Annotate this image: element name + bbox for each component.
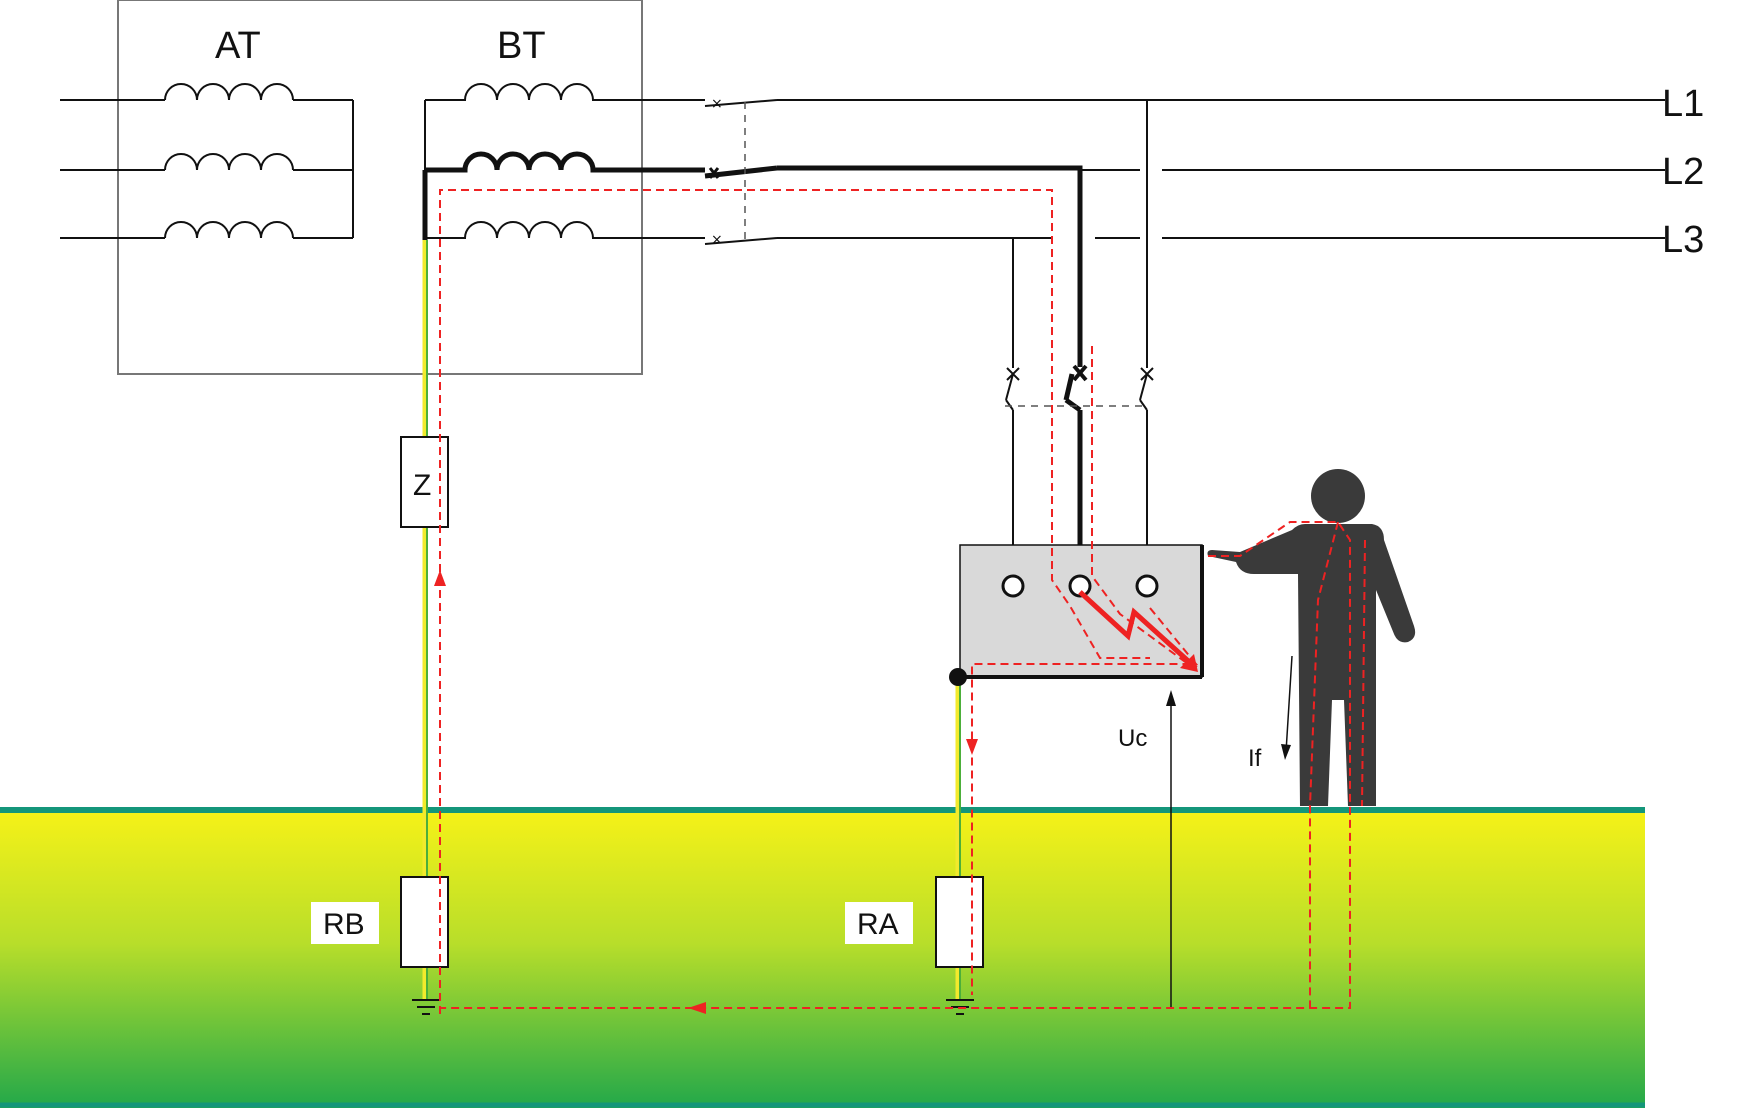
primary-windings	[60, 83, 354, 239]
equipment-enclosure	[959, 544, 1203, 678]
electrode-ra	[935, 876, 984, 968]
primary-label: AT	[215, 25, 261, 67]
line-label-l3: L3	[1662, 219, 1704, 261]
ground	[0, 807, 1645, 1108]
touch-voltage-label: Uc	[1118, 725, 1147, 752]
line-label-l2: L2	[1662, 151, 1704, 193]
line-label-l1: L1	[1662, 83, 1704, 125]
svg-text:×: ×	[711, 96, 723, 112]
transformer-enclosure	[117, 0, 643, 375]
terminal-l3	[1001, 574, 1025, 598]
touch-voltage-arrow	[1166, 690, 1176, 1007]
fault-arc	[1078, 590, 1198, 670]
earth-terminal	[949, 668, 967, 686]
ra-label: RA	[857, 908, 899, 941]
earth-symbol-rb	[412, 999, 440, 1015]
rb-label-box	[311, 902, 379, 944]
main-breaker: × ×	[704, 96, 1665, 248]
ra-label-box	[845, 902, 913, 944]
bus-lines	[777, 165, 1665, 367]
fault-current-arrow	[1281, 655, 1293, 760]
rb-label: RB	[323, 908, 365, 941]
fault-current-label: If	[1248, 745, 1262, 772]
branch-drops	[1012, 100, 1148, 368]
fault-current-arrows	[434, 570, 978, 1014]
terminal-l2	[1068, 574, 1092, 598]
secondary-label: BT	[497, 25, 546, 67]
transformer-earth-conductor	[422, 240, 428, 1000]
fault-current-path	[439, 189, 1366, 1014]
svg-text:×: ×	[711, 232, 723, 248]
secondary-windings	[422, 83, 705, 240]
impedance-label: Z	[413, 469, 431, 502]
load-breaker	[1005, 364, 1154, 570]
terminal-l1	[1135, 574, 1159, 598]
